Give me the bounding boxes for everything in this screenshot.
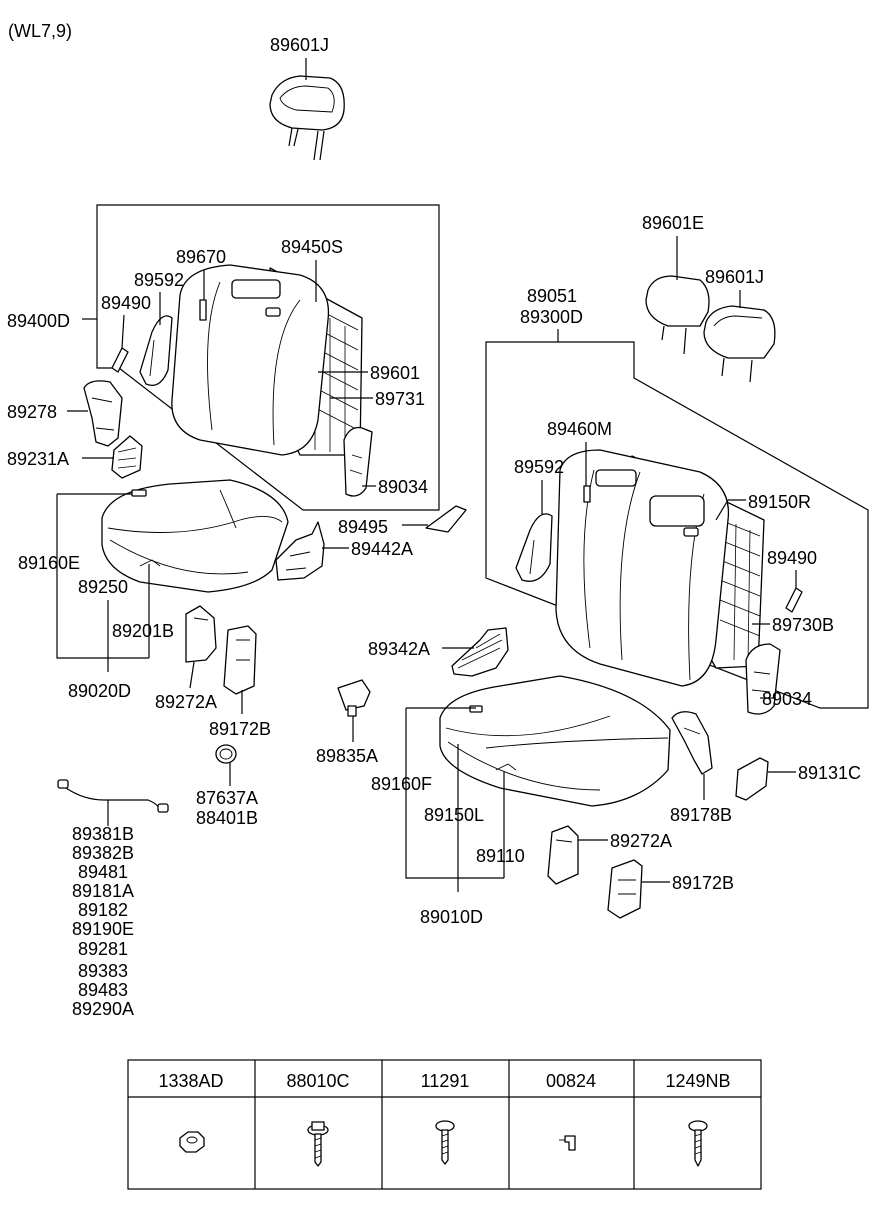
harness-part-6: 89190E	[72, 919, 134, 939]
table-header-5: 1249NB	[665, 1071, 730, 1091]
harness-part-2: 89382B	[72, 843, 134, 863]
clip-icon	[559, 1135, 576, 1151]
label-89231A: 89231A	[7, 449, 69, 469]
label-89178B: 89178B	[670, 805, 732, 825]
screw-icon	[435, 1120, 455, 1165]
label-89172B-right: 89172B	[672, 873, 734, 893]
ring-clip-illustration	[215, 744, 237, 764]
label-89051: 89051	[527, 286, 577, 306]
label-89020D: 89020D	[68, 681, 131, 701]
label-89150L: 89150L	[424, 805, 484, 825]
left-hinge-covers-illustration	[185, 605, 257, 695]
label-89670: 89670	[176, 247, 226, 267]
tapping-screw-icon	[688, 1120, 708, 1167]
flange-bolt-icon	[307, 1121, 329, 1167]
label-89034-left: 89034	[378, 477, 428, 497]
label-89272A-right: 89272A	[610, 831, 672, 851]
center-bracket-illustration	[451, 627, 509, 677]
harness-part-1: 89381B	[72, 824, 134, 844]
right-cushion-illustration	[439, 675, 671, 807]
right-side-trim-illustration	[547, 711, 769, 919]
label-89730B: 89730B	[772, 615, 834, 635]
label-89601E: 89601E	[642, 213, 704, 233]
model-note: (WL7,9)	[8, 21, 72, 41]
label-89250: 89250	[78, 577, 128, 597]
label-87637A: 87637A	[196, 788, 258, 808]
label-89450S: 89450S	[281, 237, 343, 257]
label-89835A: 89835A	[316, 746, 378, 766]
left-cushion-illustration	[101, 479, 289, 593]
table-header-1: 1338AD	[158, 1071, 223, 1091]
label-89731: 89731	[375, 389, 425, 409]
label-88401B: 88401B	[196, 808, 258, 828]
label-89150R: 89150R	[748, 492, 811, 512]
label-89201B: 89201B	[112, 621, 174, 641]
hex-nut-icon	[179, 1131, 205, 1153]
label-89131C: 89131C	[798, 763, 861, 783]
wiring-harness-illustration	[57, 779, 169, 813]
label-89172B-left: 89172B	[209, 719, 271, 739]
label-89442A: 89442A	[351, 539, 413, 559]
label-89110: 89110	[476, 846, 525, 866]
table-header-3: 11291	[421, 1071, 470, 1091]
label-89460M: 89460M	[547, 419, 612, 439]
table-header-4: 00824	[546, 1071, 596, 1091]
seat-belt-buckle-illustration	[337, 679, 371, 717]
harness-part-10: 89290A	[72, 999, 134, 1019]
label-89601J-top: 89601J	[270, 35, 329, 55]
headrest-top-illustration	[269, 75, 345, 161]
label-89010D: 89010D	[420, 907, 483, 927]
headrest-right-illustration	[645, 275, 776, 383]
left-trim-pieces-illustration	[275, 505, 467, 581]
label-89400D: 89400D	[7, 311, 70, 331]
label-89592-left: 89592	[134, 270, 184, 290]
harness-part-4: 89181A	[72, 881, 134, 901]
harness-part-7: 89281	[78, 939, 128, 959]
hardware-table	[127, 1059, 762, 1190]
label-89601: 89601	[370, 363, 420, 383]
label-89160E: 89160E	[18, 553, 80, 573]
left-seatback-illustration	[111, 264, 373, 497]
label-89495: 89495	[338, 517, 388, 537]
harness-part-5: 89182	[78, 900, 128, 920]
left-side-cover-illustration	[83, 380, 143, 479]
left-seatback-frame	[96, 204, 440, 511]
label-89490-right: 89490	[767, 548, 817, 568]
label-89601J-right: 89601J	[705, 267, 764, 287]
harness-part-8: 89383	[78, 961, 128, 981]
label-89300D: 89300D	[520, 307, 583, 327]
label-89278: 89278	[7, 402, 57, 422]
label-89160F: 89160F	[371, 774, 432, 794]
harness-part-9: 89483	[78, 980, 128, 1000]
label-89272A-left: 89272A	[155, 692, 217, 712]
label-89490-left: 89490	[101, 293, 151, 313]
harness-part-3: 89481	[78, 862, 128, 882]
table-header-2: 88010C	[286, 1071, 349, 1091]
label-89034-right: 89034	[762, 689, 812, 709]
right-seatback-frame	[485, 341, 869, 709]
label-89592-right: 89592	[514, 457, 564, 477]
right-seatback-illustration	[515, 449, 803, 715]
label-89342A: 89342A	[368, 639, 430, 659]
